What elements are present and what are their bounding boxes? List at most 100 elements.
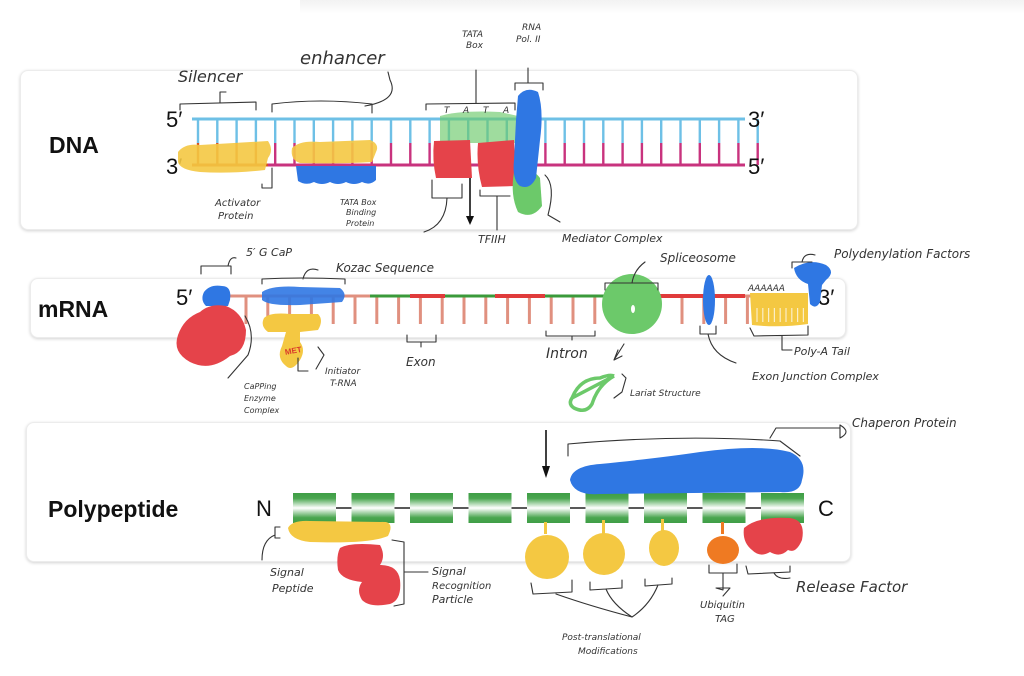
lariat-label: Lariat Structure: [630, 389, 701, 399]
tata-letter-3: T: [483, 106, 490, 116]
enhancer-region: [291, 140, 378, 164]
tata-letter-4: A: [502, 106, 509, 116]
ubiquitin-label-2: TAG: [715, 614, 735, 625]
kozak-bracket: [261, 268, 346, 285]
tata-box-label-2: Box: [466, 41, 484, 51]
polyadenylation-factors: [794, 262, 831, 307]
capping-enzyme-complex: [176, 305, 246, 366]
cap-label: 5′ G CaP: [246, 246, 292, 259]
tata-binding-protein: [433, 140, 472, 178]
poly-a-teeth: [756, 308, 805, 322]
cap-bracket: [200, 257, 237, 275]
tbp-label-2: Binding: [346, 208, 376, 217]
silencer-label: Silencer: [178, 67, 244, 86]
signal-peptide-label-2: Peptide: [272, 582, 314, 595]
tata-letter-1: T: [444, 106, 451, 116]
signal-peptide-label-1: Signal: [270, 566, 304, 579]
amino-acid-residue: [527, 493, 570, 523]
mrna-3prime: 3′: [818, 285, 834, 310]
lariat-bracket: [613, 373, 627, 399]
polya-bracket: [749, 325, 809, 351]
mediator-bracket: [544, 174, 561, 223]
chaperone-bracket: [567, 427, 841, 457]
ptm-3: [649, 519, 679, 566]
poly-a-tail-label: Poly-A Tail: [794, 345, 850, 358]
capping-label-3: Complex: [244, 406, 279, 415]
mediator-label: Mediator Complex: [562, 232, 663, 245]
silencer-region: [178, 141, 271, 173]
amino-acid-residue: [410, 493, 453, 523]
release-factor-label: Release Factor: [796, 578, 908, 596]
ptm-label-1: Post-translational: [562, 633, 641, 643]
release-factor: [743, 517, 803, 555]
tbp-bracket: [423, 179, 463, 233]
kozak-label: Kozac Sequence: [336, 261, 434, 275]
rna-pol-bracket: [514, 67, 544, 91]
srp-label-2: Recognition: [432, 581, 491, 592]
activator-protein: [296, 166, 376, 184]
chaperone-arrow: [839, 424, 847, 439]
srp-label-1: Signal: [432, 565, 466, 578]
amino-acid-residue: [702, 493, 746, 523]
poly-a-tail: [750, 293, 808, 327]
ptm-label-2: Modifications: [578, 647, 638, 657]
ptm-2: [583, 520, 625, 575]
enhancer-bracket: [271, 71, 393, 114]
chaperone-label: Chaperon Protein: [852, 416, 957, 430]
dna-5prime-left: 5′: [166, 107, 182, 132]
exon-junction-complex: [703, 275, 715, 325]
c-terminus: C: [818, 496, 834, 521]
ubiquitin-bracket: [708, 563, 738, 597]
chaperone-protein: [570, 448, 804, 495]
tata-letter-2: A: [462, 106, 469, 116]
amino-acid-residue: [351, 493, 395, 523]
release-factor-bracket: [745, 565, 791, 579]
transcription-arrow-head: [466, 216, 474, 225]
five-prime-cap: [202, 285, 231, 306]
polypeptide-title: Polypeptide: [48, 496, 179, 522]
exon-label: Exon: [406, 355, 436, 369]
rna-polymerase-ii: [513, 89, 542, 187]
trna-label-1: Initiator: [325, 367, 361, 377]
signal-peptide-bracket: [261, 526, 281, 561]
amino-acid-residue: [293, 493, 336, 523]
ubiquitin-label-1: Ubiquitin: [700, 600, 745, 611]
polya-factor-bracket: [791, 253, 816, 269]
intron-bracket: [545, 330, 596, 341]
amino-acid-residue: [585, 493, 629, 523]
spliceosome-bracket: [604, 261, 659, 291]
poly-a-letters: AAAAAA: [747, 284, 785, 294]
tata-box-label-1: TATA: [462, 30, 483, 40]
rna-pol-label-2: Pol. II: [516, 35, 541, 45]
ejc-bracket: [699, 325, 737, 364]
signal-recognition-particle: [337, 544, 401, 606]
signal-peptide: [288, 520, 391, 543]
n-terminus: N: [256, 496, 272, 521]
tata-box-region: [440, 111, 518, 143]
amino-acid-residues: [293, 493, 804, 523]
amino-acid-residue: [644, 493, 687, 523]
initiator-trna: [262, 313, 321, 368]
enhancer-label: enhancer: [300, 48, 386, 69]
activator-bracket: [261, 167, 273, 189]
capping-label-1: CaPPing: [244, 382, 277, 391]
dna-5prime-right: 5′: [748, 154, 764, 179]
tata-bracket: [425, 69, 516, 111]
top-shade: [300, 0, 1024, 14]
trna-label-2: T-RNA: [330, 379, 357, 389]
lariat-structure: [568, 373, 615, 412]
tbp-label-3: Protein: [346, 219, 374, 228]
activator-label-2: Protein: [218, 211, 253, 222]
tfiih-bracket: [479, 189, 511, 231]
translation-arrow-head: [542, 466, 550, 478]
ejc-label: Exon Junction Complex: [752, 370, 879, 383]
tbp-label-1: TATA Box: [340, 198, 377, 207]
met-label: MET: [284, 345, 302, 357]
mrna-5prime: 5′: [176, 285, 192, 310]
spliceosome: [602, 274, 662, 334]
ptm-1: [525, 522, 569, 579]
ubiquitin-tag: [707, 522, 739, 564]
trna-bracket: [297, 346, 325, 372]
amino-acid-residue: [468, 493, 512, 523]
